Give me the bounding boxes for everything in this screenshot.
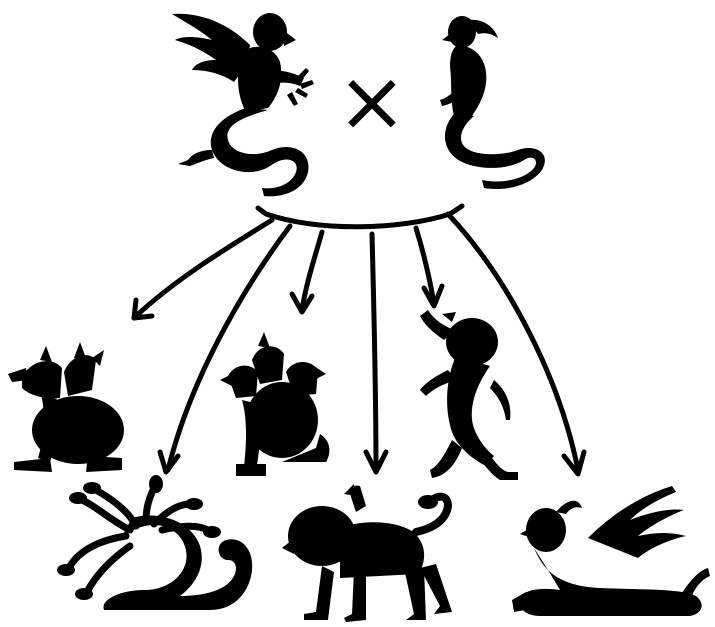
lion-goat-serpent-chimera-icon [282, 484, 452, 622]
many-headed-serpent-icon [57, 475, 252, 610]
two-headed-dog-icon [8, 342, 124, 472]
serpent-woman-icon [440, 16, 545, 189]
arrow-to-chimera [372, 234, 376, 470]
offspring-bracket [258, 206, 462, 227]
winged-sphinx-icon [512, 486, 710, 616]
arrow-to-two-headed-dog [134, 220, 272, 318]
lion-icon [420, 310, 518, 480]
descent-connector [134, 206, 584, 474]
union-symbol: × [337, 52, 407, 150]
three-headed-dog-icon [220, 332, 329, 476]
winged-serpent-giant-icon [172, 13, 314, 196]
